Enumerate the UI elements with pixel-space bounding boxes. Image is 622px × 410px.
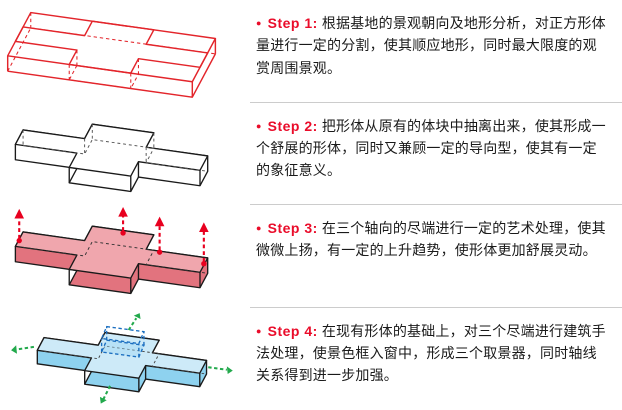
step1-sketch xyxy=(0,0,250,103)
bullet-icon: ● xyxy=(256,223,262,233)
uplift-volume-sketch-icon xyxy=(14,207,209,295)
up-arrow-icons xyxy=(14,207,209,267)
step4-paragraph: ● Step 4:在现有形体的基础上，对三个尽端进行建筑手法处理，使景色框入窗中，… xyxy=(256,320,610,387)
step4-sketch xyxy=(0,308,250,410)
step-row-1: ● Step 1:根据基地的景观朝向及地形分析，对正方形体量进行一定的分割，使其顺… xyxy=(0,0,622,103)
step1-body-text: 根据基地的景观朝向及地形分析，对正方形体量进行一定的分割，使其顺应地形，同时最大… xyxy=(256,15,606,76)
viewfinder-frame-icon xyxy=(100,325,145,358)
step2-description: ● Step 2:把形体从原有的体块中抽离出来，使其形成一个舒展的形体，同时又兼顾… xyxy=(250,103,622,205)
step-row-3: ● Step 3:在三个轴向的尽端进行一定的艺术处理，使其微微上扬，有一定的上升趋… xyxy=(0,205,622,308)
bullet-icon: ● xyxy=(256,120,262,131)
step4-label: Step 4: xyxy=(267,322,318,339)
cross-volume-sketch-icon xyxy=(14,123,209,192)
step3-paragraph: ● Step 3:在三个轴向的尽端进行一定的艺术处理，使其微微上扬，有一定的上升趋… xyxy=(256,217,610,262)
step1-label: Step 1: xyxy=(267,15,318,31)
step2-paragraph: ● Step 2:把形体从原有的体块中抽离出来，使其形成一个舒展的形体，同时又兼顾… xyxy=(256,115,610,182)
step3-body-text: 在三个轴向的尽端进行一定的艺术处理，使其微微上扬，有一定的上升趋势，使形体更加舒… xyxy=(256,220,606,259)
step1-description: ● Step 1:根据基地的景观朝向及地形分析，对正方形体量进行一定的分割，使其顺… xyxy=(250,0,622,103)
bullet-icon: ● xyxy=(256,325,262,336)
massing-cut-sketch-icon xyxy=(6,12,217,99)
step-row-2: ● Step 2:把形体从原有的体块中抽离出来，使其形成一个舒展的形体，同时又兼顾… xyxy=(0,103,622,206)
bullet-icon: ● xyxy=(256,18,262,28)
step3-sketch xyxy=(0,205,250,308)
step4-description: ● Step 4:在现有形体的基础上，对三个尽端进行建筑手法处理，使景色框入窗中，… xyxy=(250,308,622,410)
step3-description: ● Step 3:在三个轴向的尽端进行一定的艺术处理，使其微微上扬，有一定的上升趋… xyxy=(250,205,622,308)
step-row-4: ● Step 4:在现有形体的基础上，对三个尽端进行建筑手法处理，使景色框入窗中，… xyxy=(0,308,622,410)
step2-label: Step 2: xyxy=(267,117,318,134)
viewfinder-volume-sketch-icon xyxy=(11,312,233,404)
step4-body-text: 在现有形体的基础上，对三个尽端进行建筑手法处理，使景色框入窗中，形成三个取景器，… xyxy=(256,322,606,384)
step1-paragraph: ● Step 1:根据基地的景观朝向及地形分析，对正方形体量进行一定的分割，使其顺… xyxy=(256,12,610,79)
axis-arrow-icons xyxy=(11,312,233,404)
step2-sketch xyxy=(0,103,250,206)
step3-label: Step 3: xyxy=(267,220,318,236)
step2-body-text: 把形体从原有的体块中抽离出来，使其形成一个舒展的形体，同时又兼顾一定的导向型，使… xyxy=(256,117,606,179)
